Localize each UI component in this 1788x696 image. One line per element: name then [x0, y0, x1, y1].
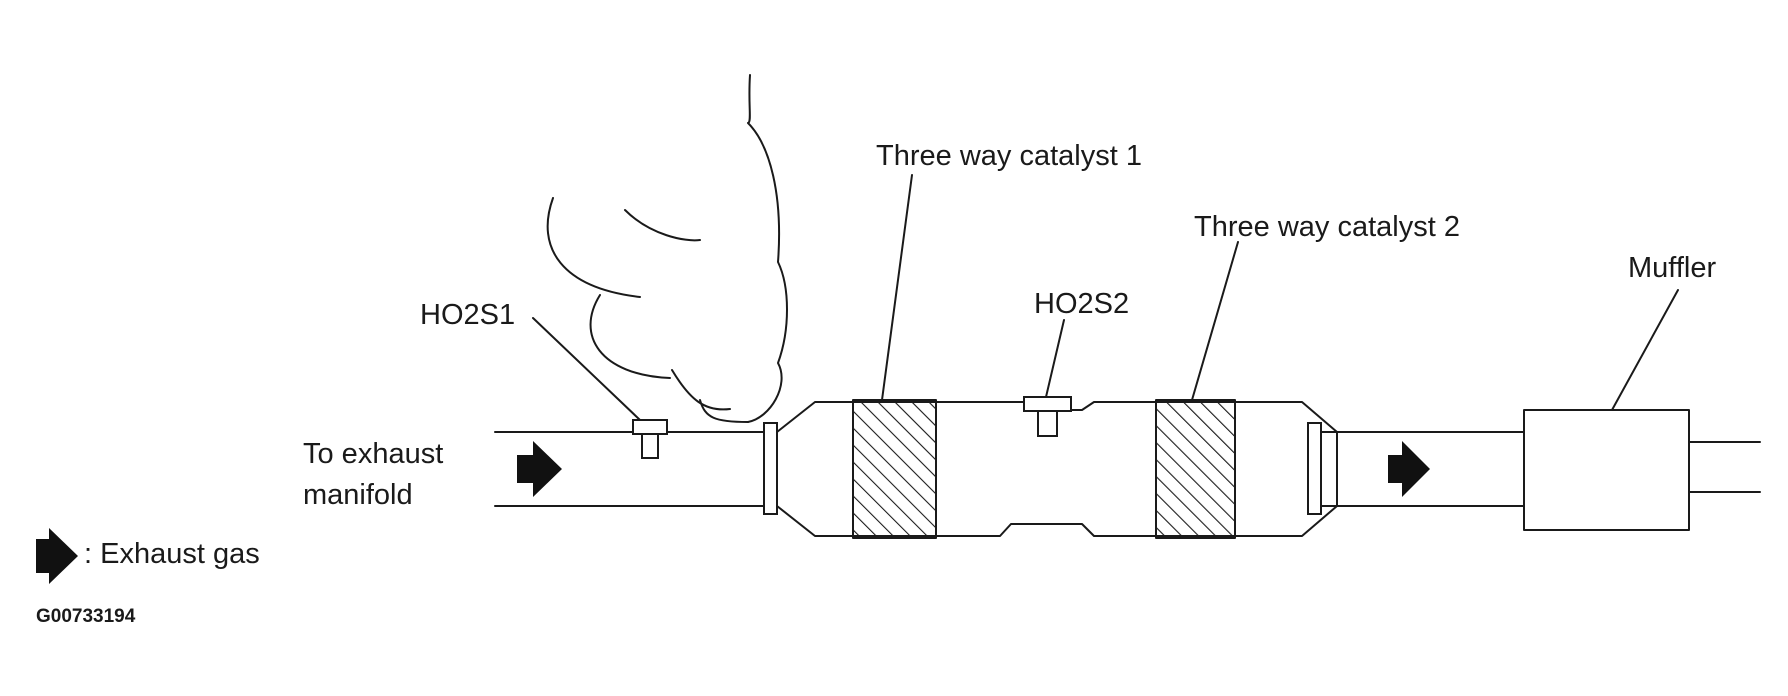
- muffler-label: Muffler: [1628, 252, 1716, 284]
- catalyst1-block: [852, 174, 937, 539]
- ho2s1-sensor: [532, 317, 668, 459]
- left-flange: [763, 422, 778, 515]
- catalyst2-label: Three way catalyst 2: [1194, 211, 1460, 243]
- ho2s1-label: HO2S1: [420, 299, 515, 331]
- catalyst1-label: Three way catalyst 1: [876, 140, 1142, 172]
- exhaust-flow-arrow-icon: [517, 441, 562, 497]
- inlet-label-line2: manifold: [303, 479, 413, 511]
- catalyst2-block: [1155, 241, 1239, 539]
- figure-code: G00733194: [36, 606, 136, 627]
- ho2s2-sensor: [1023, 319, 1072, 437]
- exhaust-flow-arrow-icon: [1388, 441, 1430, 497]
- ho2s2-label: HO2S2: [1034, 288, 1129, 320]
- right-flange: [1307, 422, 1322, 515]
- inlet-pipe: [494, 431, 769, 507]
- legend-label: : Exhaust gas: [84, 538, 260, 570]
- middle-pipe: [1320, 431, 1525, 507]
- inlet-label-line1: To exhaust: [303, 438, 443, 470]
- smoke-icon: [546, 74, 788, 423]
- legend-arrow-icon: [36, 528, 78, 584]
- muffler-box: [1523, 289, 1761, 531]
